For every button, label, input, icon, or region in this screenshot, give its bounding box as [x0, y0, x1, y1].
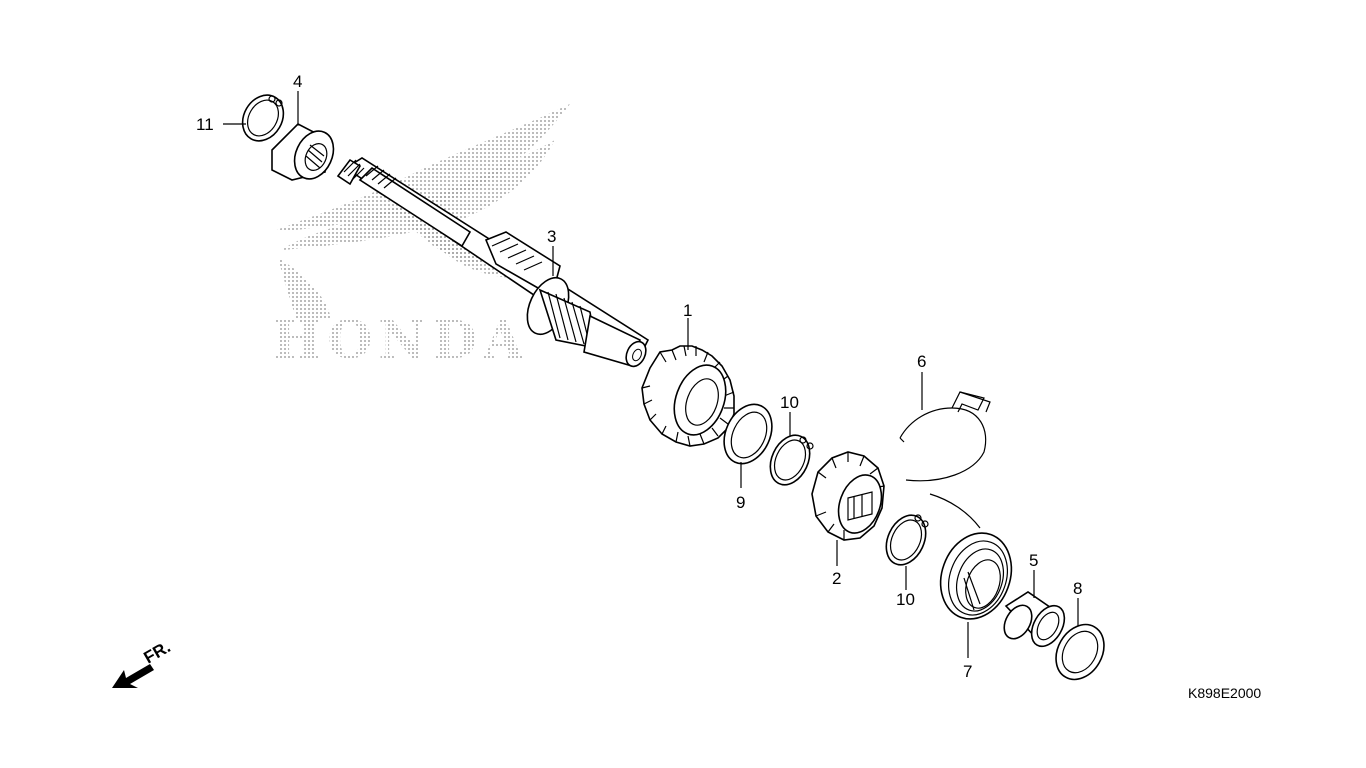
callout-10-lower: 10: [896, 590, 915, 609]
ratchet-gear-part-2: [811, 451, 885, 541]
callout-11: 11: [196, 115, 214, 134]
front-arrow-icon: [112, 664, 154, 688]
circlip-part-10-lower: [885, 514, 929, 566]
front-label: FR.: [141, 637, 174, 667]
callout-5: 5: [1029, 551, 1038, 570]
callout-labels: 11 4 3 1 10 9 2 10 6 7 5 8: [196, 72, 1082, 681]
callout-7: 7: [963, 662, 972, 681]
return-spring-part-7: [929, 493, 1013, 620]
collar-part-4: [271, 123, 335, 181]
callout-1: 1: [683, 301, 692, 320]
circlip-part-11: [241, 94, 285, 142]
circlip-part-10-upper: [769, 434, 814, 486]
thrust-washer-part-9: [723, 403, 773, 465]
leader-lines: [223, 91, 1079, 658]
callout-3: 3: [547, 227, 556, 246]
spring-collar-part-5: [1003, 591, 1066, 648]
callout-8: 8: [1073, 579, 1082, 598]
front-direction-indicator: FR.: [112, 637, 174, 688]
callout-2: 2: [832, 569, 841, 588]
honda-logo-text: HONDA: [272, 310, 529, 371]
drawing-code: K898E2000: [1188, 685, 1261, 701]
drive-gear-part-1: [641, 345, 735, 447]
callout-9: 9: [736, 493, 745, 512]
kickstarter-spindle-part-3: [336, 157, 650, 368]
thrust-washer-part-8: [1055, 623, 1105, 681]
callout-4: 4: [293, 72, 302, 91]
callout-10-upper: 10: [780, 393, 799, 412]
callout-6: 6: [917, 352, 926, 371]
spring-clip-part-6: [899, 391, 991, 482]
